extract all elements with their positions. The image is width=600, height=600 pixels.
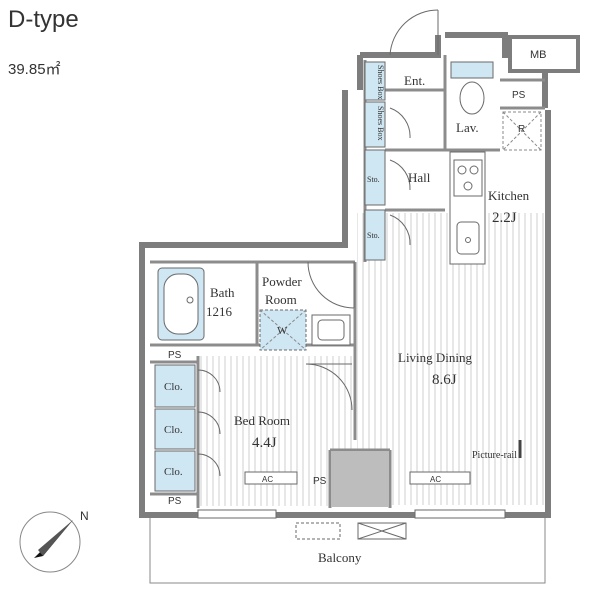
ent-label: Ent.: [404, 73, 425, 88]
column-shaft: [331, 451, 389, 507]
north-arrow: [19, 511, 81, 573]
lav-label: Lav.: [456, 120, 479, 135]
powder-label: Powder: [262, 274, 302, 289]
room-label: Room: [265, 292, 297, 307]
mb-label: MB: [530, 49, 547, 61]
fridge-space: [502, 111, 542, 151]
w-label: W: [277, 325, 288, 337]
powder-sink: [311, 314, 351, 346]
living-size: 8.6J: [432, 372, 457, 388]
balcony-label: Balcony: [318, 550, 362, 565]
windows: [197, 509, 506, 519]
ac-label-1: AC: [262, 475, 273, 484]
clo-label-2: Clo.: [164, 424, 183, 436]
plan-type-title: D-type: [8, 6, 79, 33]
bed-size: 4.4J: [252, 435, 277, 451]
shoes-box-label-1: Shoes Box: [376, 65, 385, 99]
bath-label: Bath: [210, 285, 235, 300]
balcony-items: [295, 522, 407, 540]
ps-bottom-label: PS: [168, 496, 182, 507]
sto-label-1: Sto.: [367, 175, 380, 184]
doors: [197, 9, 439, 477]
north-label: N: [80, 509, 89, 523]
living-dining-label: Living Dining: [398, 350, 473, 365]
plan-area: 39.85㎡: [8, 61, 61, 78]
clo-label-3: Clo.: [164, 466, 183, 478]
sto-label-2: Sto.: [367, 231, 380, 240]
washer-pan: [259, 309, 307, 351]
r-label: R: [518, 124, 525, 135]
ps-top-label: PS: [512, 90, 526, 101]
ac-label-2: AC: [430, 475, 441, 484]
storage-units: [154, 61, 386, 492]
ps-low-label: PS: [313, 476, 327, 487]
ac-units: [244, 471, 471, 485]
kitchen-size: 2.2J: [492, 210, 517, 226]
clo-label-1: Clo.: [164, 381, 183, 393]
picture-rail-label: Picture-rail: [472, 450, 517, 461]
ps-mid-label: PS: [168, 350, 182, 361]
mb-box: [508, 35, 580, 73]
kitchen-label: Kitchen: [488, 188, 530, 203]
bath-size: 1216: [206, 304, 233, 319]
balcony-floor: [149, 514, 546, 584]
kitchen-counter: [449, 151, 486, 265]
toilet: [450, 61, 494, 115]
bed-room-label: Bed Room: [234, 413, 290, 428]
hall-label: Hall: [408, 170, 431, 185]
shoes-box-label-2: Shoes Box: [376, 106, 385, 140]
bath-tub: [157, 267, 205, 341]
